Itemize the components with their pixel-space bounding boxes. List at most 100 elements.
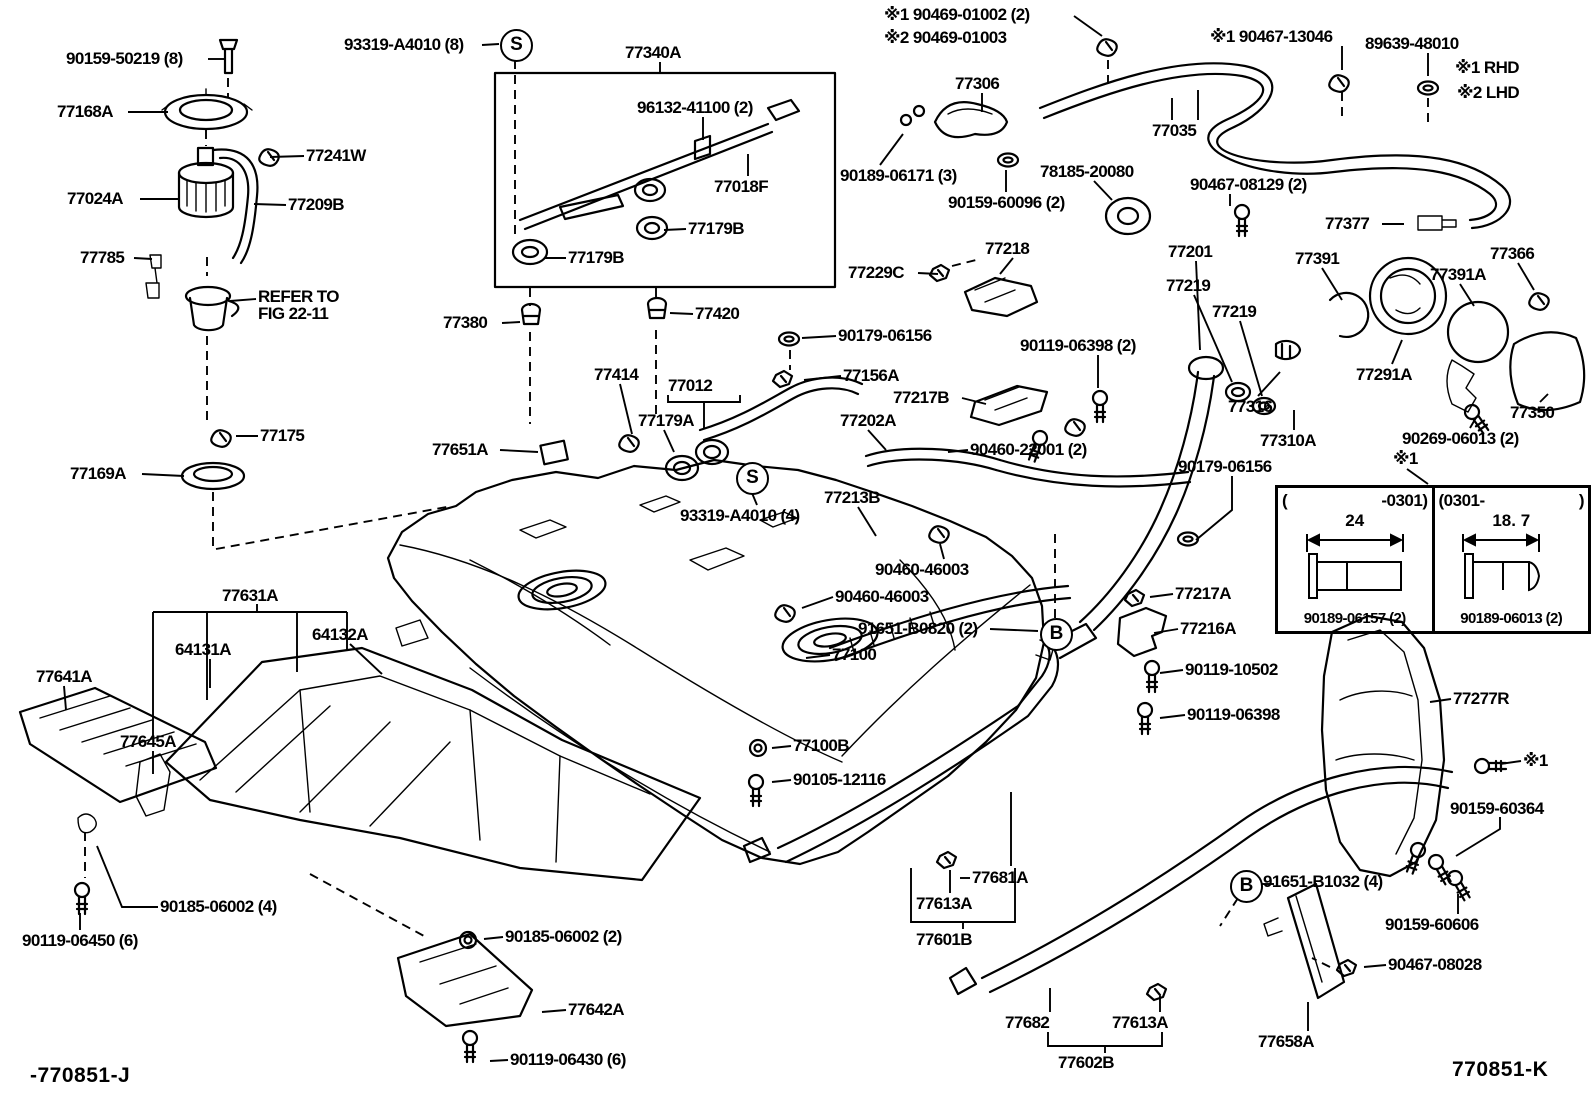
part-label: 90159-60364 <box>1450 799 1544 818</box>
part-label: 90179-06156 <box>1178 457 1272 476</box>
leader-line <box>1321 267 1343 301</box>
leader-line <box>253 203 287 206</box>
leader-line <box>999 257 1014 275</box>
part-label: 64131A <box>175 640 232 659</box>
leader-line <box>917 272 939 275</box>
part-label: 90189-06171 (3) <box>840 166 957 185</box>
leader-line-dashed <box>309 873 425 937</box>
leader-line <box>229 298 257 302</box>
leader-line <box>1193 294 1233 383</box>
leader-line <box>499 449 539 453</box>
part-label: ※2 90469-01003 <box>884 28 1007 47</box>
shield-77642A <box>396 932 534 1028</box>
leader-line <box>1093 180 1113 201</box>
part-label: 77613A <box>916 894 973 913</box>
part-label: 77377 <box>1325 214 1370 233</box>
part-label: 77785 <box>80 248 125 267</box>
leader-line <box>1517 262 1535 291</box>
part-label: 77012 <box>668 376 713 395</box>
leader-line <box>669 312 694 315</box>
strap-77602B <box>980 765 1454 980</box>
leader-line <box>805 654 831 659</box>
leader-line <box>1153 628 1179 634</box>
part-label: 90467-08028 <box>1388 955 1482 974</box>
part-label: 77241W <box>306 146 366 165</box>
part-label: 77631A <box>222 586 279 605</box>
spec-dimension: 18. 7 <box>1492 511 1531 530</box>
fuel-lid-door <box>1509 331 1586 412</box>
leader-line <box>1149 593 1174 598</box>
tank-straps <box>742 622 1454 1002</box>
leader-line <box>133 257 153 260</box>
part-label: 77414 <box>594 365 639 384</box>
leader-line <box>1257 371 1281 397</box>
stud-bolt-diagram <box>1305 533 1404 599</box>
part-label: 77340A <box>625 43 682 62</box>
part-label: 91651-B1032 (4) <box>1263 872 1383 891</box>
part-label: 90119-06450 (6) <box>22 931 138 950</box>
cap-oring <box>1446 300 1510 364</box>
leader-line <box>801 596 834 609</box>
leader-line <box>1159 669 1184 674</box>
leader-line <box>1429 698 1452 703</box>
part-label: 77291A <box>1356 365 1413 384</box>
leader-line <box>1239 320 1263 397</box>
part-label: 77018F <box>714 177 769 196</box>
part-label: 77658A <box>1258 1032 1315 1051</box>
sender-pad <box>539 439 569 466</box>
leader-line <box>141 473 185 477</box>
spec-part-number: 90189-06013 (2) <box>1460 610 1563 627</box>
part-label: 90159-60096 (2) <box>948 193 1065 212</box>
part-label: 91651-B0820 (2) <box>858 619 978 638</box>
leader-line <box>1159 714 1186 719</box>
stud-bolt-spec-table: (-0301) 24 90189-06157 (2) (0301-) 18. 7 <box>1275 485 1591 634</box>
part-label: 77380 <box>443 313 488 332</box>
leader-line <box>1391 339 1403 365</box>
sheet-code-left: -770851-J <box>30 1064 131 1087</box>
part-label: 77202A <box>840 411 897 430</box>
fuel-hoses <box>618 331 1200 662</box>
part-label: 77420 <box>695 304 740 323</box>
part-label: 77100B <box>793 736 850 755</box>
leader-line <box>879 133 904 166</box>
spec-dimension: 24 <box>1345 511 1365 530</box>
part-label: ※1 90467-13046 <box>1210 27 1333 46</box>
leader-line <box>1073 15 1103 37</box>
leader-line <box>663 228 687 231</box>
circle-marker-S: S <box>500 29 533 62</box>
part-label: 77681A <box>972 868 1029 887</box>
part-label: 77209B <box>288 195 345 214</box>
part-label: 77168A <box>57 102 114 121</box>
part-label: 90467-08129 (2) <box>1190 175 1307 194</box>
part-label: 77201 <box>1168 242 1213 261</box>
part-label: 90185-06002 (2) <box>505 927 622 946</box>
leader-line <box>96 845 158 908</box>
leader-line <box>663 429 675 453</box>
leader-line <box>1195 476 1233 541</box>
sender-detail-box <box>493 71 837 289</box>
part-label: 90159-50219 (8) <box>66 49 183 68</box>
spec-part-number: 90189-06157 (2) <box>1303 610 1407 627</box>
leader-line <box>803 375 842 381</box>
leader-line <box>481 43 500 46</box>
part-label: 93319-A4010 (4) <box>680 506 800 525</box>
leader-line <box>961 397 987 405</box>
part-label: 90460-46003 <box>875 560 969 579</box>
part-label: 77024A <box>67 189 124 208</box>
filler-shield <box>1263 614 1508 1000</box>
leader-line <box>1047 1032 1163 1047</box>
part-label: 77179B <box>688 219 745 238</box>
part-label: 77218 <box>985 239 1030 258</box>
leader-line <box>619 383 633 435</box>
part-label: 90460-46003 <box>835 587 929 606</box>
part-label: 77219 <box>1212 302 1257 321</box>
part-label: REFER TO <box>258 287 339 306</box>
part-label: 93319-A4010 (8) <box>344 35 464 54</box>
part-label: 77277R <box>1453 689 1510 708</box>
leader-line <box>1469 415 1478 429</box>
leader-line <box>269 155 305 158</box>
circle-marker-B: B <box>1040 618 1073 651</box>
